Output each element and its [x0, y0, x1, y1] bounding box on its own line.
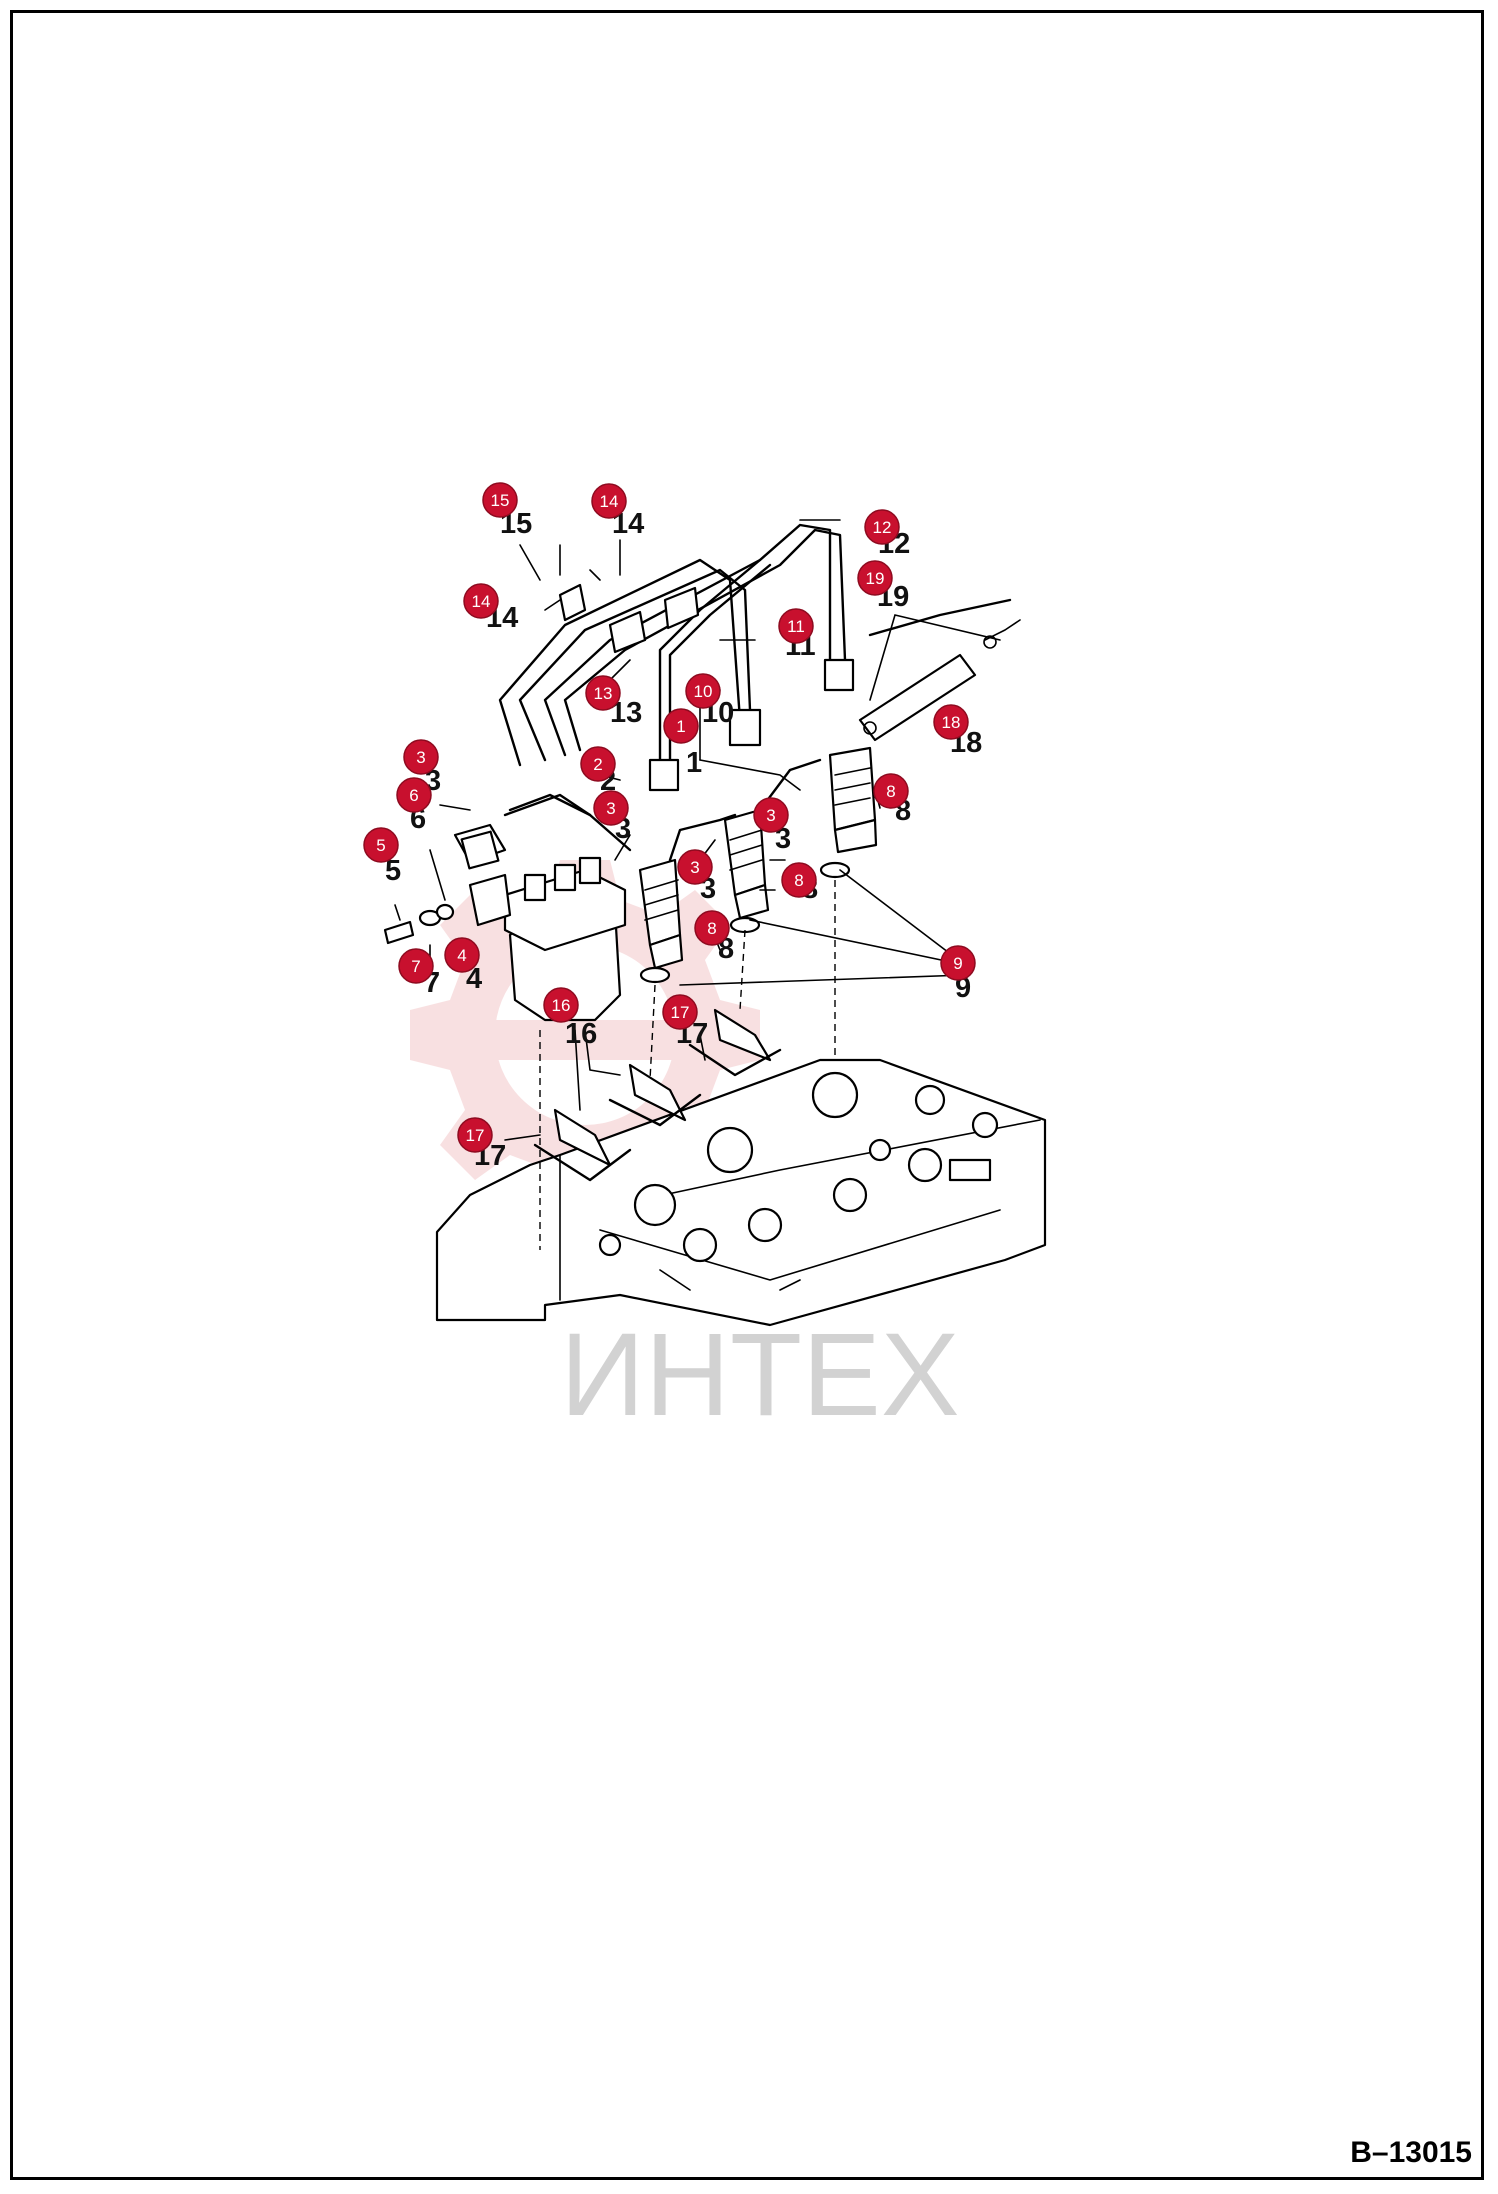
svg-text:19: 19 [866, 569, 885, 588]
svg-text:6: 6 [409, 786, 418, 805]
callout-marker[interactable]: 10 [685, 673, 721, 709]
callout-marker[interactable]: 8 [873, 773, 909, 809]
callout-marker[interactable]: 5 [363, 827, 399, 863]
callout-marker[interactable]: 3 [677, 849, 713, 885]
callout-marker[interactable]: 19 [857, 560, 893, 596]
svg-text:3: 3 [690, 858, 699, 877]
callout-marker[interactable]: 3 [403, 739, 439, 775]
svg-text:7: 7 [411, 957, 420, 976]
stop-solenoid [383, 793, 592, 945]
callout-marker[interactable]: 16 [543, 987, 579, 1023]
callout-marker[interactable]: 4 [444, 937, 480, 973]
callout-marker[interactable]: 8 [694, 910, 730, 946]
svg-text:18: 18 [942, 713, 961, 732]
svg-text:14: 14 [472, 592, 491, 611]
svg-text:3: 3 [416, 748, 425, 767]
callout-marker[interactable]: 3 [753, 797, 789, 833]
callout-marker[interactable]: 12 [864, 509, 900, 545]
nozzle-holders [638, 746, 878, 970]
watermark-text: ИНТЕХ [560, 1309, 960, 1441]
part-label: 3 [775, 823, 791, 855]
part-label: 1 [686, 747, 702, 779]
svg-text:11: 11 [787, 617, 805, 636]
injection-pipes [498, 523, 855, 792]
part-label: 16 [565, 1018, 597, 1050]
callout-marker[interactable]: 8 [781, 862, 817, 898]
callout-marker[interactable]: 17 [457, 1117, 493, 1153]
callout-marker[interactable]: 14 [591, 483, 627, 519]
svg-text:1: 1 [676, 717, 685, 736]
svg-text:14: 14 [600, 492, 619, 511]
callout-marker[interactable]: 3 [593, 790, 629, 826]
svg-text:3: 3 [766, 806, 775, 825]
injection-nozzles [533, 1008, 782, 1182]
pipe-clamps [558, 569, 700, 654]
svg-text:17: 17 [466, 1126, 485, 1145]
callout-marker[interactable]: 18 [933, 704, 969, 740]
svg-text:17: 17 [671, 1003, 690, 1022]
callout-marker[interactable]: 9 [940, 945, 976, 981]
svg-text:4: 4 [457, 946, 466, 965]
callout-marker[interactable]: 17 [662, 994, 698, 1030]
leak-off-pipes [508, 598, 1021, 862]
svg-text:12: 12 [873, 518, 892, 537]
svg-text:9: 9 [953, 954, 962, 973]
svg-text:13: 13 [594, 684, 613, 703]
callout-marker[interactable]: 6 [396, 777, 432, 813]
alignment-lines [539, 880, 836, 1250]
svg-text:8: 8 [707, 919, 716, 938]
callout-markers: 15 14 12 19 14 11 13 10 1 18 2 3 6 3 3 8… [363, 482, 976, 1153]
callout-marker[interactable]: 2 [580, 746, 616, 782]
svg-text:16: 16 [552, 996, 571, 1015]
part-label: 4 [466, 963, 482, 995]
cylinder-head [435, 1058, 1047, 1327]
svg-text:8: 8 [794, 871, 803, 890]
part-label: 5 [385, 855, 401, 887]
washers [418, 861, 851, 984]
callout-marker[interactable]: 13 [585, 675, 621, 711]
callout-marker[interactable]: 11 [778, 608, 814, 644]
svg-text:5: 5 [376, 836, 385, 855]
svg-text:2: 2 [593, 755, 602, 774]
svg-text:15: 15 [491, 491, 510, 510]
svg-text:10: 10 [694, 682, 713, 701]
callout-marker[interactable]: 7 [398, 948, 434, 984]
svg-text:3: 3 [606, 799, 615, 818]
callout-marker[interactable]: 15 [482, 482, 518, 518]
callout-marker[interactable]: 1 [663, 708, 699, 744]
callout-marker[interactable]: 14 [463, 583, 499, 619]
drawing-code: B–13015 [1350, 2136, 1472, 2169]
svg-text:8: 8 [886, 782, 895, 801]
